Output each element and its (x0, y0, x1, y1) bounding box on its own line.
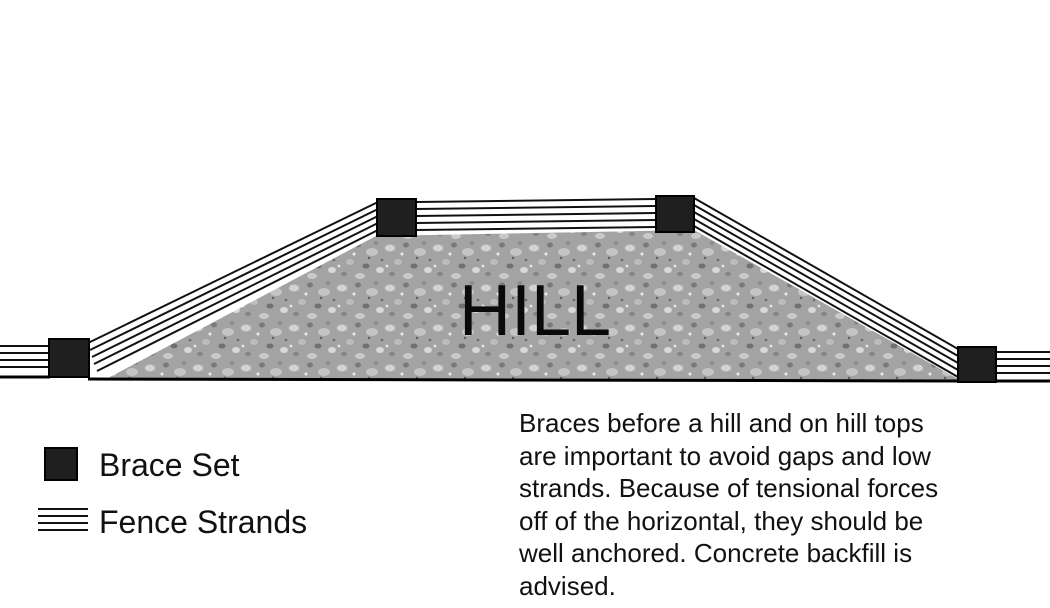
fence-strands-left-slope (87, 201, 379, 372)
fence-strands-top (415, 198, 657, 231)
brace-set-right (957, 346, 997, 383)
explanatory-note: Braces before a hill and on hill tops ar… (519, 407, 1044, 602)
brace-set-hilltop-right (655, 195, 695, 233)
hill-label: HILL (459, 271, 611, 351)
note-line: well anchored. Concrete backfill is (519, 538, 913, 568)
brace-set-hilltop-left (376, 198, 417, 237)
note-line: off of the horizontal, they should be (519, 505, 924, 536)
brace-set-legend-label: Brace Set (99, 447, 240, 483)
note-line: strands. Because of tensional forces (519, 473, 939, 503)
hill-shape (108, 230, 960, 380)
fence-strands-legend-icon (38, 508, 88, 531)
brace-set-left (48, 338, 90, 378)
ground-line (87, 377, 963, 383)
note-line: are important to avoid gaps and low (519, 440, 931, 471)
note-line: Braces before a hill and on hill tops (519, 408, 924, 438)
note-line: advised. (519, 570, 616, 601)
fence-strands-left-edge (0, 345, 50, 368)
fence-strands-right-edge (996, 351, 1050, 374)
fence-strands-legend-label: Fence Strands (99, 504, 307, 540)
fence-strands-right-slope (693, 197, 959, 378)
brace-set-legend-icon (44, 447, 78, 481)
